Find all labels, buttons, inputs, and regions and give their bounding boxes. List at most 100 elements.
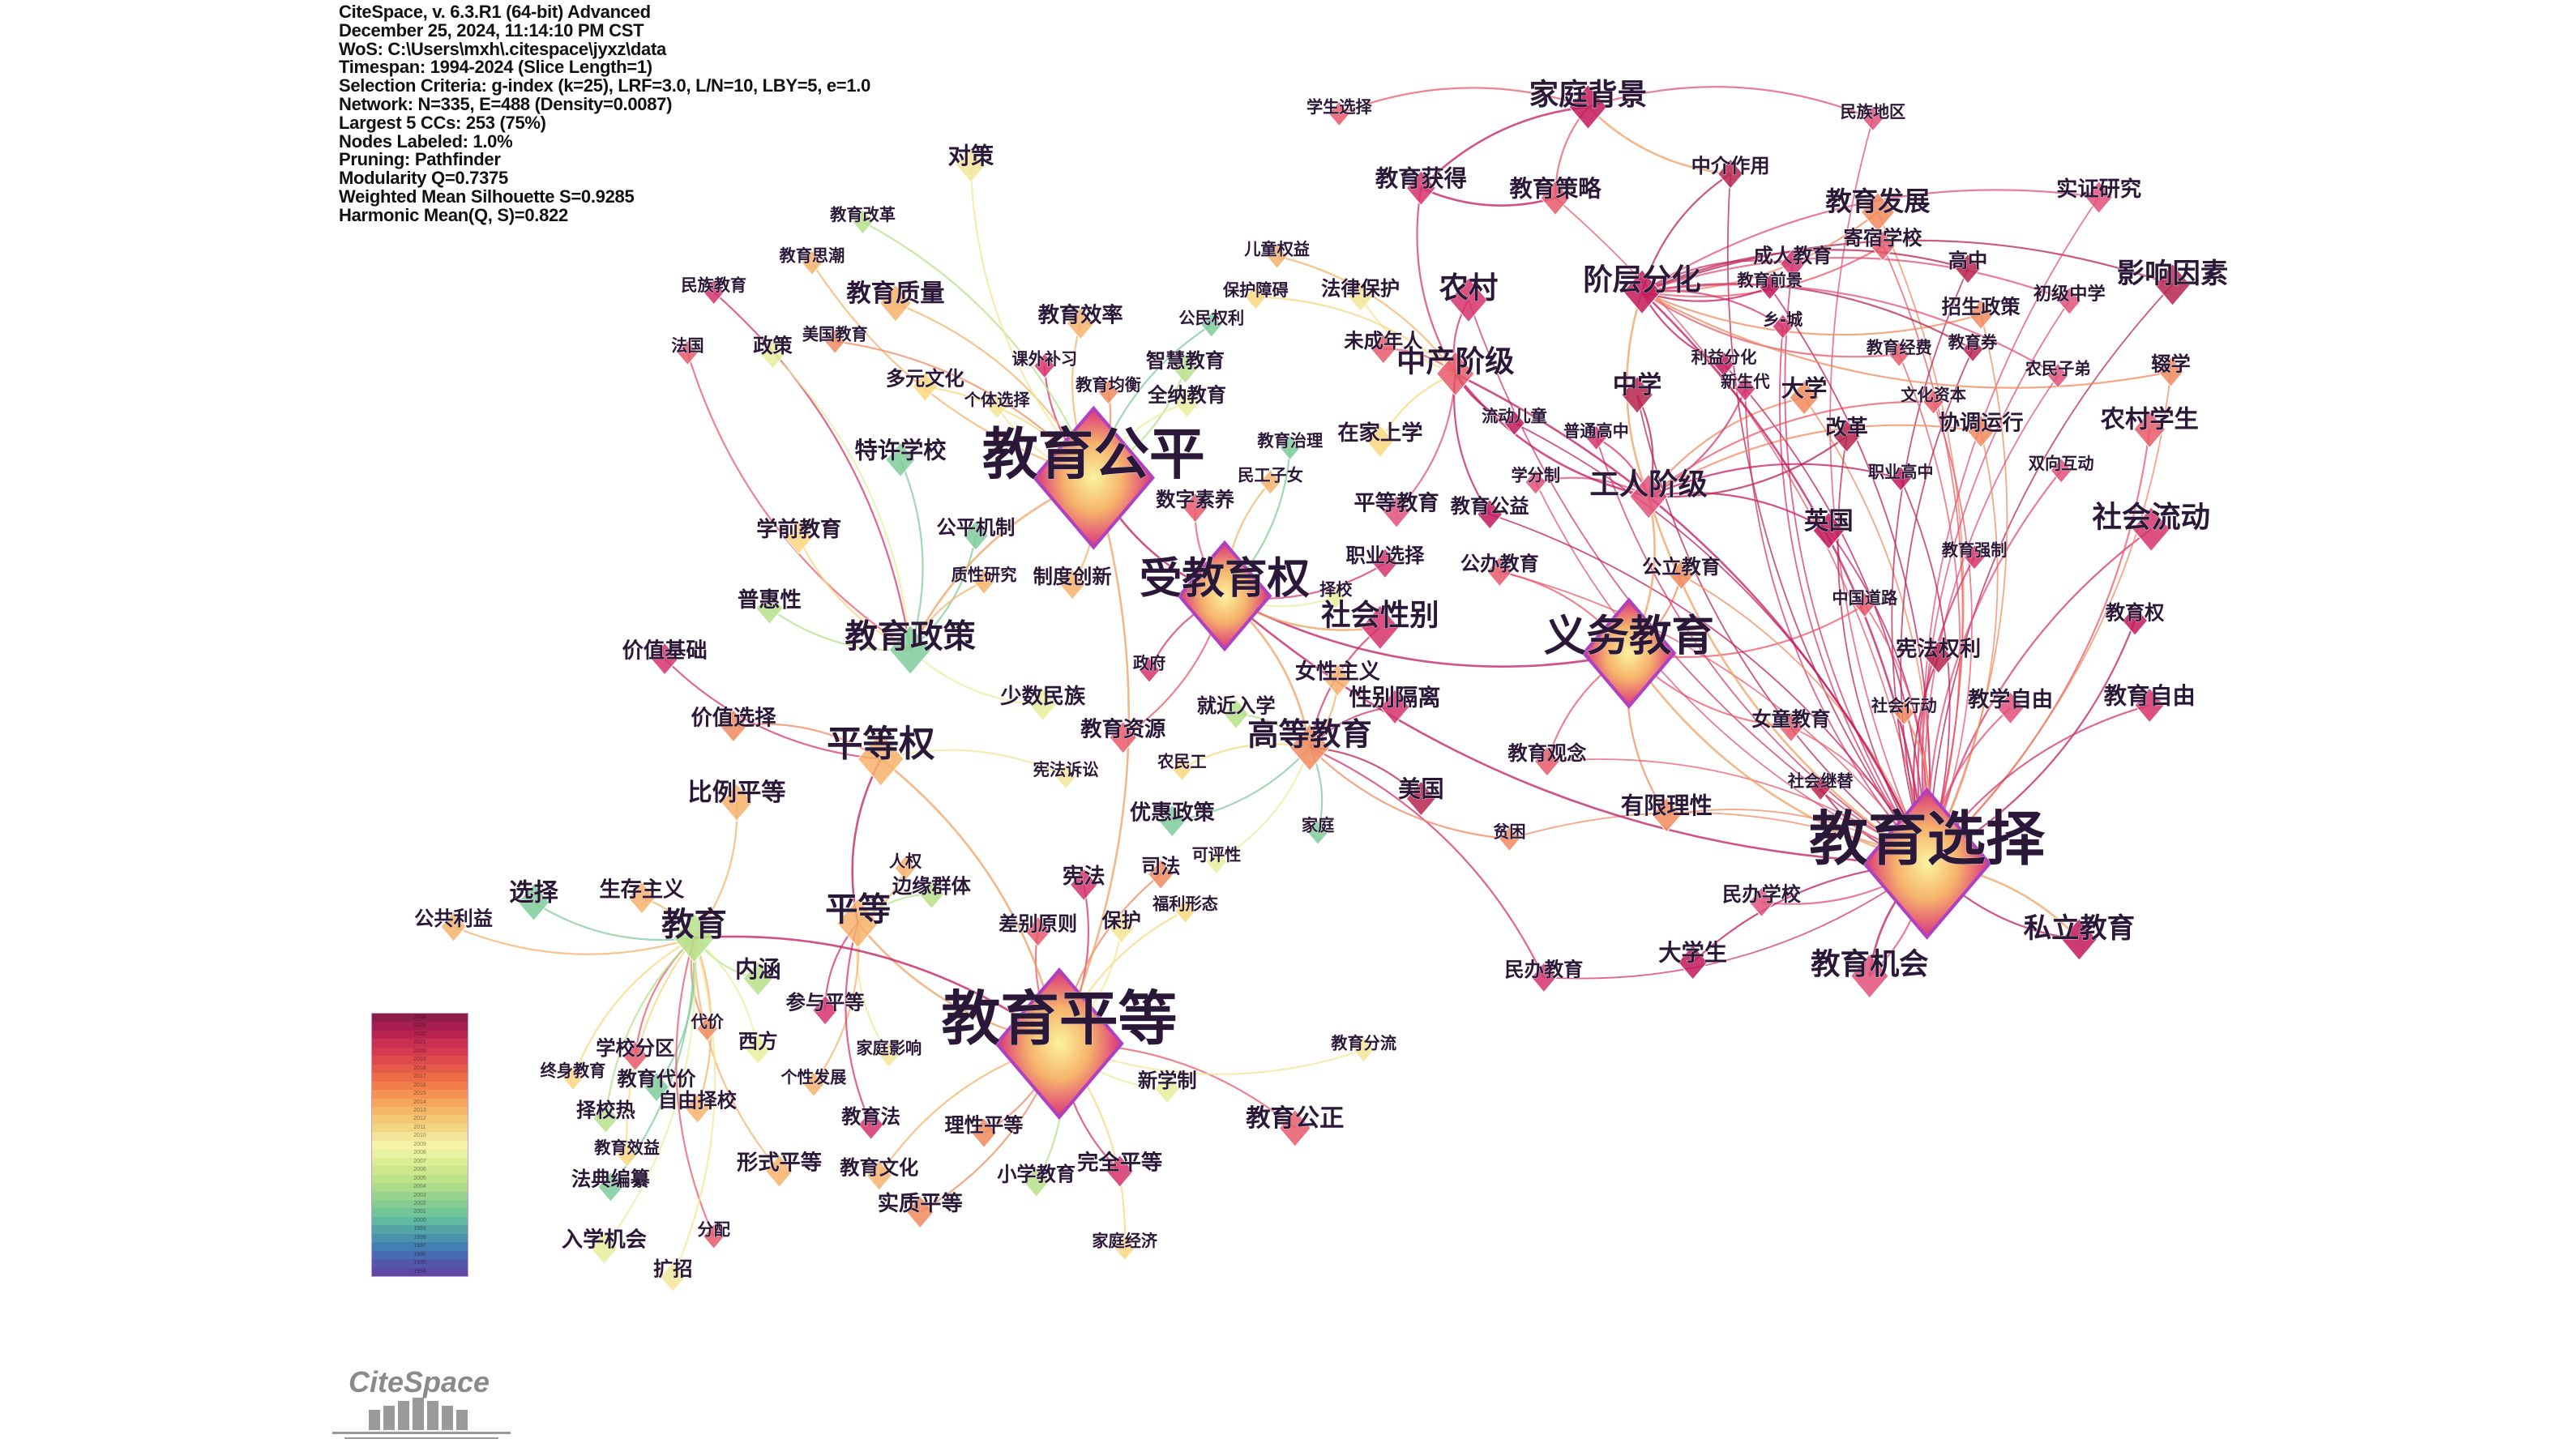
node-初级中学[interactable]	[2057, 286, 2082, 315]
node-民族地区[interactable]	[1862, 105, 1884, 132]
node-label[interactable]: 特许学校	[854, 437, 947, 464]
node-分配[interactable]	[703, 1223, 725, 1250]
node-label[interactable]: 质性研究	[951, 565, 1017, 585]
node-label[interactable]: 家庭背景	[1529, 77, 1647, 113]
node-label[interactable]: 教育前景	[1736, 271, 1802, 291]
node-工人阶级[interactable]	[1629, 473, 1668, 519]
node-法典编纂[interactable]	[597, 1171, 624, 1202]
node-label[interactable]: 课外补习	[1011, 349, 1077, 369]
node-label[interactable]: 在家上学	[1337, 420, 1423, 446]
node-label[interactable]: 民办教育	[1504, 958, 1584, 982]
node-教育策略[interactable]	[1540, 180, 1571, 216]
node-价值基础[interactable]	[650, 642, 679, 676]
node-label[interactable]: 民族教育	[681, 275, 746, 296]
node-农民工[interactable]	[1170, 755, 1193, 782]
node-label[interactable]: 价值基础	[622, 638, 708, 664]
node-入学机会[interactable]	[589, 1231, 618, 1265]
node-教育公正[interactable]	[1278, 1108, 1311, 1147]
node-社会继替[interactable]	[1809, 775, 1832, 801]
node-对策[interactable]	[956, 147, 986, 183]
node-民族教育[interactable]	[703, 279, 725, 305]
node-教学自由[interactable]	[1996, 691, 2025, 725]
node-教育机会[interactable]	[1850, 953, 1889, 999]
node-label[interactable]: 价值选择	[691, 706, 776, 731]
node-民办教育[interactable]	[1530, 962, 1557, 993]
node-公共利益[interactable]	[440, 911, 467, 942]
node-成人教育[interactable]	[1779, 248, 1807, 280]
node-label[interactable]: 入学机会	[562, 1227, 648, 1253]
node-流动儿童[interactable]	[1503, 410, 1526, 437]
node-教育改革[interactable]	[852, 208, 875, 235]
node-宪法权利[interactable]	[1924, 640, 1953, 674]
node-选择[interactable]	[517, 883, 550, 922]
node-label[interactable]: 中学	[1612, 370, 1662, 400]
node-label[interactable]: 形式平等	[737, 1150, 823, 1176]
node-价值选择[interactable]	[719, 709, 748, 743]
node-label[interactable]: 英国	[1804, 507, 1854, 536]
node-农村[interactable]	[1449, 277, 1488, 323]
node-label[interactable]: 教育治理	[1256, 431, 1323, 451]
node-label[interactable]: 全纳教育	[1147, 383, 1227, 408]
node-label[interactable]: 内涵	[735, 956, 781, 984]
node-美国教育[interactable]	[823, 328, 846, 355]
node-中介作用[interactable]	[1717, 158, 1744, 190]
node-label[interactable]: 个体选择	[963, 390, 1031, 410]
node-女童教育[interactable]	[1777, 711, 1804, 743]
node-农民子弟[interactable]	[2046, 362, 2069, 389]
node-学生选择[interactable]	[1328, 100, 1350, 127]
node-民办学校[interactable]	[1748, 886, 1775, 918]
node-label[interactable]: 性别隔离	[1349, 684, 1441, 711]
node-高中[interactable]	[1954, 253, 1982, 284]
node-label[interactable]: 公立教育	[1642, 555, 1721, 579]
node-教育质量[interactable]	[879, 284, 912, 322]
node-label[interactable]: 教育自由	[2103, 682, 2196, 710]
node-label[interactable]: 分配	[697, 1219, 730, 1240]
node-农村学生[interactable]	[2133, 410, 2166, 449]
node-label[interactable]: 教育策略	[1509, 175, 1602, 203]
node-label[interactable]: 阶层分化	[1583, 262, 1701, 297]
node-终身教育[interactable]	[562, 1065, 584, 1091]
node-label[interactable]: 学分制	[1511, 465, 1560, 485]
node-教育平等[interactable]	[994, 967, 1124, 1120]
node-完全平等[interactable]	[1105, 1154, 1135, 1188]
node-label[interactable]: 平等教育	[1353, 490, 1439, 516]
node-普惠性[interactable]	[755, 591, 784, 625]
node-在家上学[interactable]	[1366, 425, 1395, 458]
node-label[interactable]: 普惠性	[738, 587, 802, 613]
node-教育效益[interactable]	[616, 1142, 639, 1168]
node-label[interactable]: 平等权	[827, 724, 935, 766]
node-label[interactable]: 民办学校	[1722, 882, 1802, 907]
node-label[interactable]: 西方	[738, 1029, 778, 1053]
node-社会流动[interactable]	[2132, 506, 2171, 553]
node-label[interactable]: 福利形态	[1152, 894, 1219, 914]
node-质性研究[interactable]	[973, 569, 995, 596]
node-教育治理[interactable]	[1279, 434, 1302, 461]
node-label[interactable]: 家庭经济	[1092, 1231, 1158, 1251]
node-法律保护[interactable]	[1347, 281, 1374, 312]
node-label[interactable]: 中介作用	[1691, 154, 1770, 178]
node-label[interactable]: 多元文化	[886, 366, 965, 391]
node-美国[interactable]	[1405, 780, 1437, 817]
node-label[interactable]: 教育强制	[1940, 540, 2008, 561]
node-label[interactable]: 扩招	[653, 1257, 693, 1281]
node-实质平等[interactable]	[905, 1195, 934, 1229]
node-label[interactable]: 选择	[509, 878, 559, 907]
node-乡-城[interactable]	[1772, 314, 1794, 339]
node-新生代[interactable]	[1734, 375, 1756, 402]
node-文化资本[interactable]	[1922, 388, 1945, 415]
node-教育选择[interactable]	[1862, 787, 1992, 940]
node-保护[interactable]	[1108, 912, 1135, 944]
node-label[interactable]: 未成年人	[1344, 329, 1423, 353]
node-政策[interactable]	[759, 338, 786, 369]
node-label[interactable]: 教育改革	[829, 205, 896, 225]
node-人权[interactable]	[894, 855, 917, 882]
node-宪法[interactable]	[1069, 868, 1098, 902]
node-label[interactable]: 教育政策	[845, 616, 977, 655]
node-全纳教育[interactable]	[1174, 387, 1200, 419]
node-女性主义[interactable]	[1323, 663, 1352, 697]
node-义务教育[interactable]	[1581, 597, 1677, 709]
node-生存主义[interactable]	[627, 881, 656, 915]
node-label[interactable]: 教育资源	[1080, 716, 1166, 742]
node-教育获得[interactable]	[1405, 170, 1437, 207]
node-label[interactable]: 有限理性	[1621, 792, 1713, 820]
